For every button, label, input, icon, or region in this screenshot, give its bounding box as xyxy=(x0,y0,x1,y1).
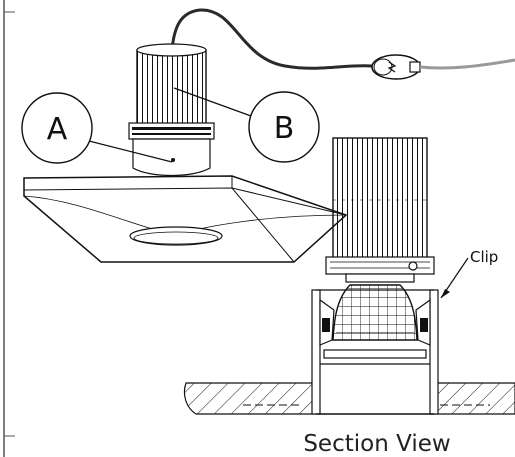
clip-label: Clip xyxy=(470,248,498,266)
callout-b-label: B xyxy=(274,111,295,146)
heatsink xyxy=(136,49,207,126)
ceiling-section-right xyxy=(431,382,515,415)
downlight-perspective-view xyxy=(23,8,515,263)
ceiling-section-left xyxy=(183,382,317,415)
section-view xyxy=(183,137,515,415)
clip-callout: Clip xyxy=(440,248,498,299)
reflector xyxy=(332,284,418,341)
callout-a-label: A xyxy=(47,112,68,147)
power-cable xyxy=(170,8,373,70)
callout-b: B xyxy=(173,87,320,163)
section-view-caption: Section View xyxy=(303,431,450,457)
trim-aperture xyxy=(129,226,223,246)
cable-connector-icon xyxy=(371,54,421,80)
callout-a: A xyxy=(21,92,173,164)
